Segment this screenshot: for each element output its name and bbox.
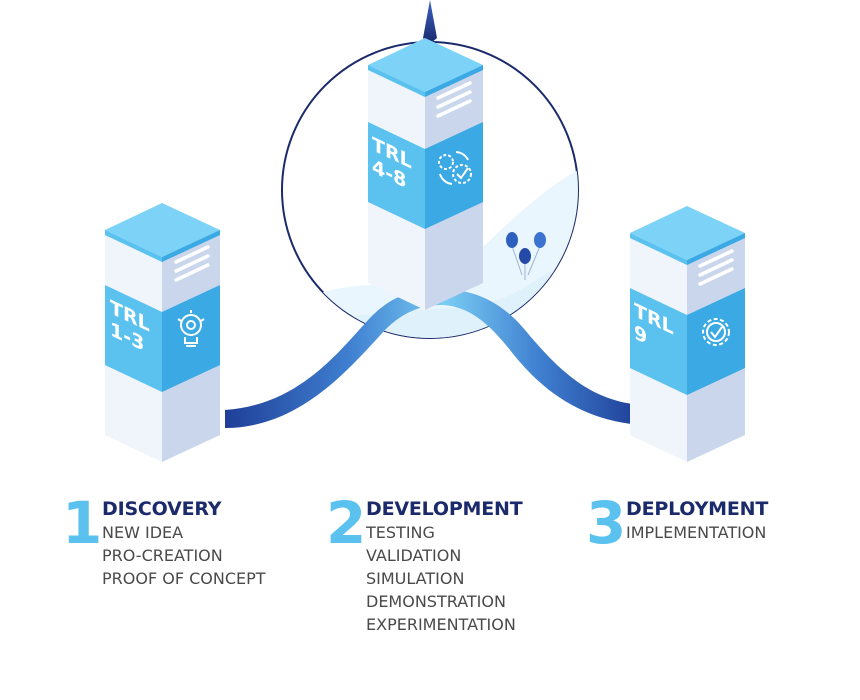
stage-item: NEW IDEA bbox=[102, 523, 184, 542]
stage-item: TESTING bbox=[366, 523, 435, 542]
tower-3-label-line2: 9 bbox=[634, 320, 647, 349]
stage-item: SIMULATION bbox=[366, 569, 465, 588]
stage-title: DEVELOPMENT bbox=[366, 498, 523, 520]
stage-item: PRO-CREATION bbox=[102, 546, 223, 565]
stage-number: 2 bbox=[326, 489, 367, 557]
tower-1: TRL 1-3 bbox=[105, 203, 220, 462]
stage-number: 1 bbox=[62, 489, 103, 557]
trl-illustration: TRL 1-3 TRL 4-8 bbox=[105, 0, 745, 462]
stage-title: DEPLOYMENT bbox=[626, 498, 769, 520]
lightbulb-gear-icon bbox=[177, 310, 205, 347]
gears-check-icon bbox=[438, 151, 472, 185]
stage-item: VALIDATION bbox=[366, 546, 462, 565]
stage-number: 3 bbox=[586, 489, 627, 557]
balloons bbox=[506, 232, 546, 280]
tower-3: TRL 9 bbox=[630, 206, 745, 462]
tower-spire bbox=[423, 0, 437, 44]
stage-item: EXPERIMENTATION bbox=[366, 615, 516, 634]
stage-title: DISCOVERY bbox=[102, 498, 222, 520]
tower-2: TRL 4-8 bbox=[368, 38, 483, 310]
stage-item: IMPLEMENTATION bbox=[626, 523, 767, 542]
stage-item: DEMONSTRATION bbox=[366, 592, 506, 611]
ribbon-right bbox=[440, 289, 640, 425]
ribbon-left bbox=[225, 289, 450, 428]
stage-item: PROOF OF CONCEPT bbox=[102, 569, 266, 588]
gear-check-icon bbox=[702, 318, 730, 346]
